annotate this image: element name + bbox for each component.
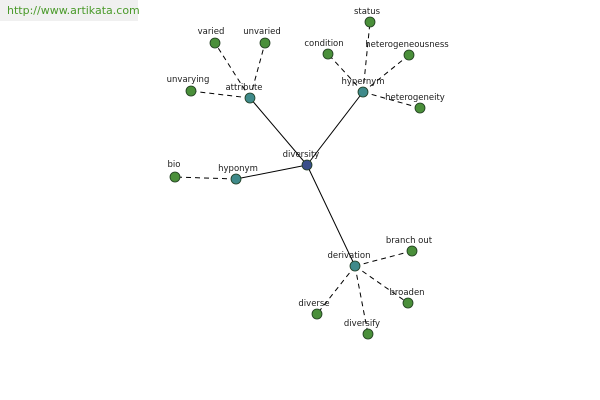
node-derivation[interactable]: derivation xyxy=(327,251,371,272)
hub-node-label: hyponym xyxy=(218,164,258,174)
edges-layer xyxy=(174,21,421,335)
leaf-node-label: heterogeneousness xyxy=(365,40,449,50)
hub-node-circle[interactable] xyxy=(349,260,361,272)
edge-derivation xyxy=(306,164,356,267)
edge-bio xyxy=(174,176,237,180)
edge-heterogeneousness xyxy=(362,54,410,93)
center-node-label: diversity xyxy=(283,150,320,160)
hub-node-label: attribute xyxy=(225,83,262,93)
edge-attribute xyxy=(249,97,308,166)
edge-unvaried xyxy=(249,42,266,99)
edge-varied xyxy=(214,42,251,99)
leaf-node-label: heterogeneity xyxy=(385,93,445,103)
node-branch-out[interactable]: branch out xyxy=(386,236,433,257)
node-diversity[interactable]: diversity xyxy=(283,150,320,171)
leaf-node-circle[interactable] xyxy=(403,49,415,61)
edge-diversify xyxy=(354,265,369,335)
node-status[interactable]: status xyxy=(354,7,381,28)
node-unvarying[interactable]: unvarying xyxy=(167,75,210,97)
hub-node-circle[interactable] xyxy=(244,92,256,104)
leaf-node-circle[interactable] xyxy=(209,37,221,49)
node-broaden[interactable]: broaden xyxy=(389,288,425,309)
center-node-circle[interactable] xyxy=(301,159,313,171)
node-hyponym[interactable]: hyponym xyxy=(218,164,258,185)
leaf-node-label: diversify xyxy=(344,319,380,329)
leaf-node-circle[interactable] xyxy=(414,102,426,114)
leaf-node-circle[interactable] xyxy=(364,16,376,28)
hub-node-circle[interactable] xyxy=(230,173,242,185)
leaf-node-label: unvarying xyxy=(167,75,210,85)
hub-node-label: hypernym xyxy=(341,77,384,87)
leaf-node-circle[interactable] xyxy=(322,48,334,60)
site-url-link[interactable]: http://www.artikata.com xyxy=(7,4,140,17)
nodes-layer: varied unvaried unvarying status condition he… xyxy=(167,7,449,340)
node-varied[interactable]: varied xyxy=(198,27,225,49)
edge-heterogeneity xyxy=(362,91,421,109)
edge-hyponym xyxy=(235,164,308,180)
node-heterogeneousness[interactable]: heterogeneousness xyxy=(365,40,449,61)
node-unvaried[interactable]: unvaried xyxy=(243,27,281,49)
leaf-node-label: bio xyxy=(168,160,181,170)
edge-diverse xyxy=(316,265,356,315)
edge-status xyxy=(362,21,371,93)
leaf-node-label: condition xyxy=(304,39,343,49)
leaf-node-label: unvaried xyxy=(243,27,281,37)
leaf-node-circle[interactable] xyxy=(402,297,414,309)
node-attribute[interactable]: attribute xyxy=(225,83,263,104)
edge-hypernym xyxy=(306,91,364,166)
leaf-node-circle[interactable] xyxy=(362,328,374,340)
hub-node-circle[interactable] xyxy=(357,86,369,98)
edge-unvarying xyxy=(190,90,251,99)
leaf-node-circle[interactable] xyxy=(311,308,323,320)
leaf-node-circle[interactable] xyxy=(259,37,271,49)
leaf-node-label: diverse xyxy=(298,299,329,309)
node-heterogeneity[interactable]: heterogeneity xyxy=(385,93,445,114)
edge-broaden xyxy=(354,265,409,304)
node-hypernym[interactable]: hypernym xyxy=(341,77,385,98)
node-bio[interactable]: bio xyxy=(168,160,181,183)
url-banner: http://www.artikata.com xyxy=(0,0,140,21)
leaf-node-label: varied xyxy=(198,27,225,37)
leaf-node-circle[interactable] xyxy=(169,171,181,183)
hub-node-label: derivation xyxy=(327,251,370,261)
edge-branch-out xyxy=(354,250,413,267)
leaf-node-circle[interactable] xyxy=(406,245,418,257)
leaf-node-circle[interactable] xyxy=(185,85,197,97)
leaf-node-label: status xyxy=(354,7,381,17)
leaf-node-label: branch out xyxy=(386,236,433,246)
node-condition[interactable]: condition xyxy=(304,39,344,60)
node-diverse[interactable]: diverse xyxy=(298,299,330,320)
node-diversify[interactable]: diversify xyxy=(344,319,380,340)
leaf-node-label: broaden xyxy=(389,288,424,298)
